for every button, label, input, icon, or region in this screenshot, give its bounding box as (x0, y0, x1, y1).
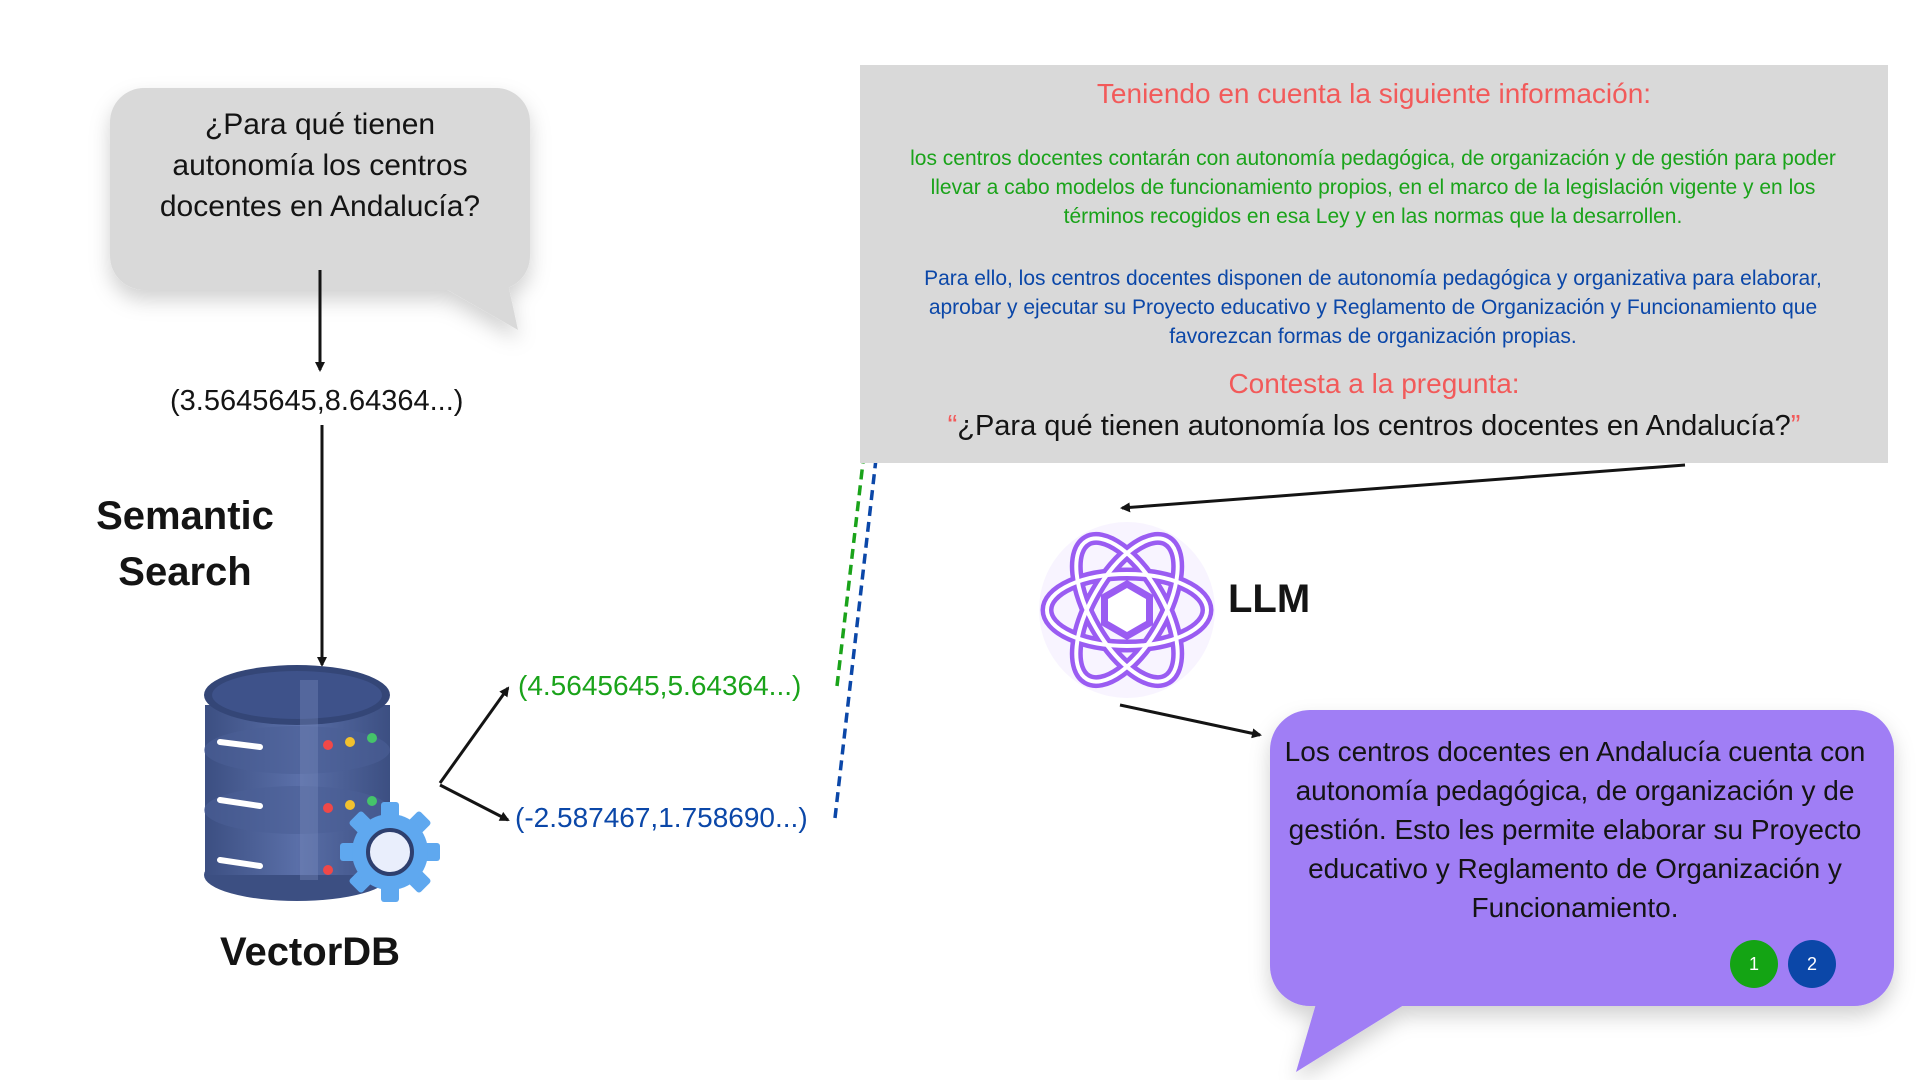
gear-icon (340, 802, 440, 902)
prompt-header: Teniendo en cuenta la siguiente informac… (1096, 78, 1652, 109)
retrieved-vector-1: (4.5645645,5.64364...) (518, 670, 802, 701)
retrieved-vector-2: (-2.587467,1.758690...) (515, 802, 808, 833)
database-icon (204, 665, 390, 901)
prompt-panel (860, 65, 1888, 463)
answer-bubble (1270, 710, 1894, 1072)
citation-badge-2: 2 (1788, 940, 1836, 988)
citation-badge-1: 1 (1730, 940, 1778, 988)
query-vector: (3.5645645,8.64364...) (170, 385, 464, 417)
semantic-search-label: Semantic Search (96, 494, 274, 594)
arrow-llm-to-answer (1119, 703, 1262, 739)
dashed-arrow-blue (833, 307, 898, 819)
close-quote: ” (1790, 410, 1801, 442)
arrow-db-to-green (438, 686, 510, 784)
prompt-question: “¿Para qué tienen autonomía los centros … (860, 410, 1888, 443)
llm-label: LLM (1228, 577, 1311, 621)
prompt-question-text: ¿Para qué tienen autonomía los centros d… (957, 410, 1791, 442)
answer-header: Contesta a la pregunta: (1228, 368, 1520, 399)
open-quote: “ (947, 410, 958, 442)
arrow-db-to-blue (439, 783, 510, 822)
vectordb-label: VectorDB (219, 930, 401, 974)
context-passage-2: Para ello, los centros docentes disponen… (924, 267, 1822, 348)
question-bubble (110, 88, 530, 330)
llm-logo-icon (1039, 522, 1215, 698)
user-question: ¿Para qué tienen autonomía los centros d… (159, 108, 481, 223)
answer-text: Los centros docentes en Andalucía cuenta… (1284, 736, 1866, 923)
arrow-prompt-to-llm (1120, 463, 1686, 513)
context-passage-1: los centros docentes contarán con autono… (910, 147, 1836, 228)
